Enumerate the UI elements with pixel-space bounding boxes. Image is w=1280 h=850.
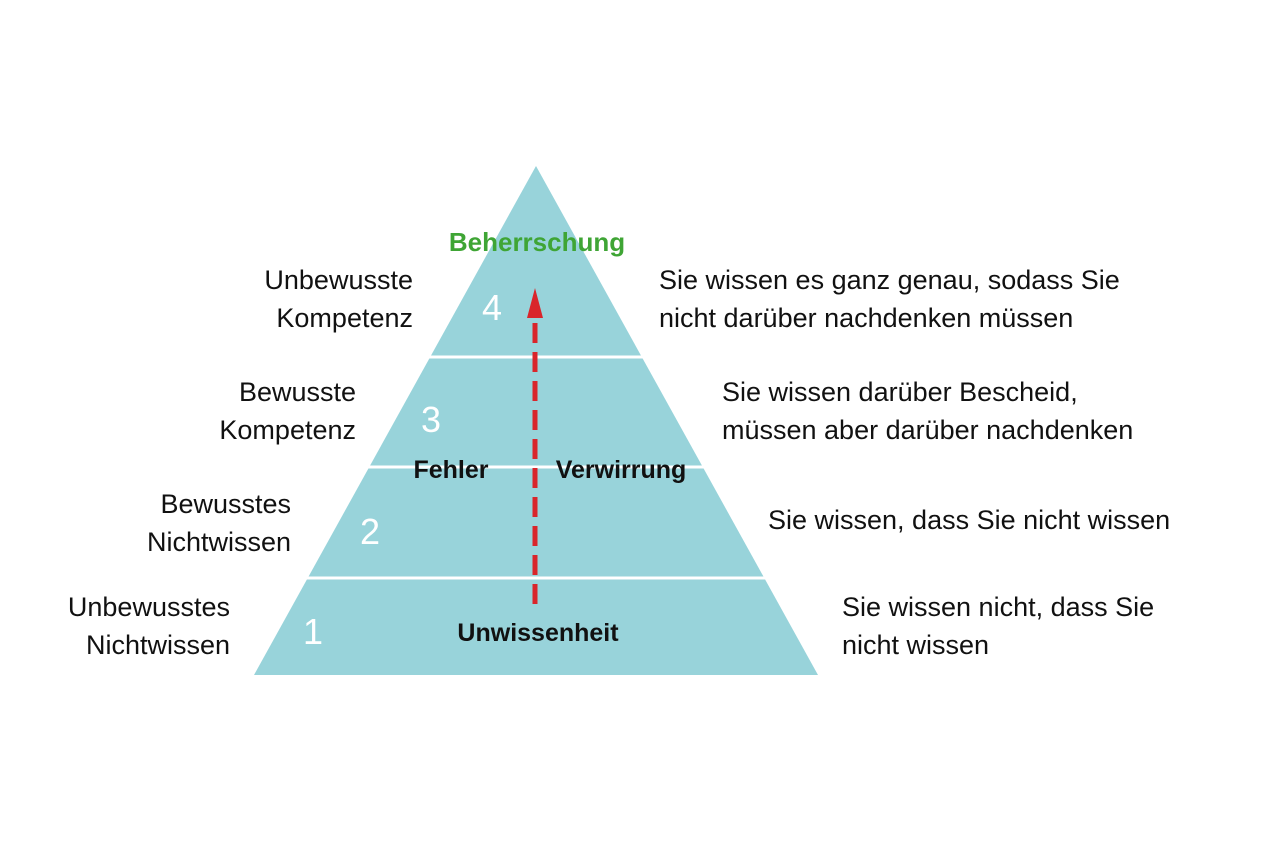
confusion-label: Verwirrung	[556, 456, 687, 484]
level-name-2: Bewusstes Nichtwissen	[146, 489, 291, 557]
level-description-2: Sie wissen, dass Sie nicht wissen	[768, 505, 1171, 535]
ignorance-label: Unwissenheit	[457, 619, 619, 647]
level-number-4: 4	[482, 287, 502, 328]
mastery-label: Beherrschung	[449, 227, 625, 257]
level-name-1: Unbewusstes Nichtwissen	[67, 592, 230, 660]
level-description-1: Sie wissen nicht, dass Sie nicht wissen	[842, 592, 1155, 660]
level-description-4: Sie wissen es ganz genau, sodass Sie nic…	[659, 265, 1120, 333]
level-number-1: 1	[303, 611, 323, 652]
level-number-2: 2	[360, 511, 380, 552]
level-name-3: Bewusste Kompetenz	[219, 377, 356, 445]
level-name-4: Unbewusste Kompetenz	[264, 265, 413, 333]
level-number-3: 3	[421, 399, 441, 440]
level-description-3: Sie wissen darüber Bescheid, müssen aber…	[722, 377, 1134, 445]
progress-arrow-head	[527, 288, 543, 318]
errors-label: Fehler	[413, 456, 488, 484]
